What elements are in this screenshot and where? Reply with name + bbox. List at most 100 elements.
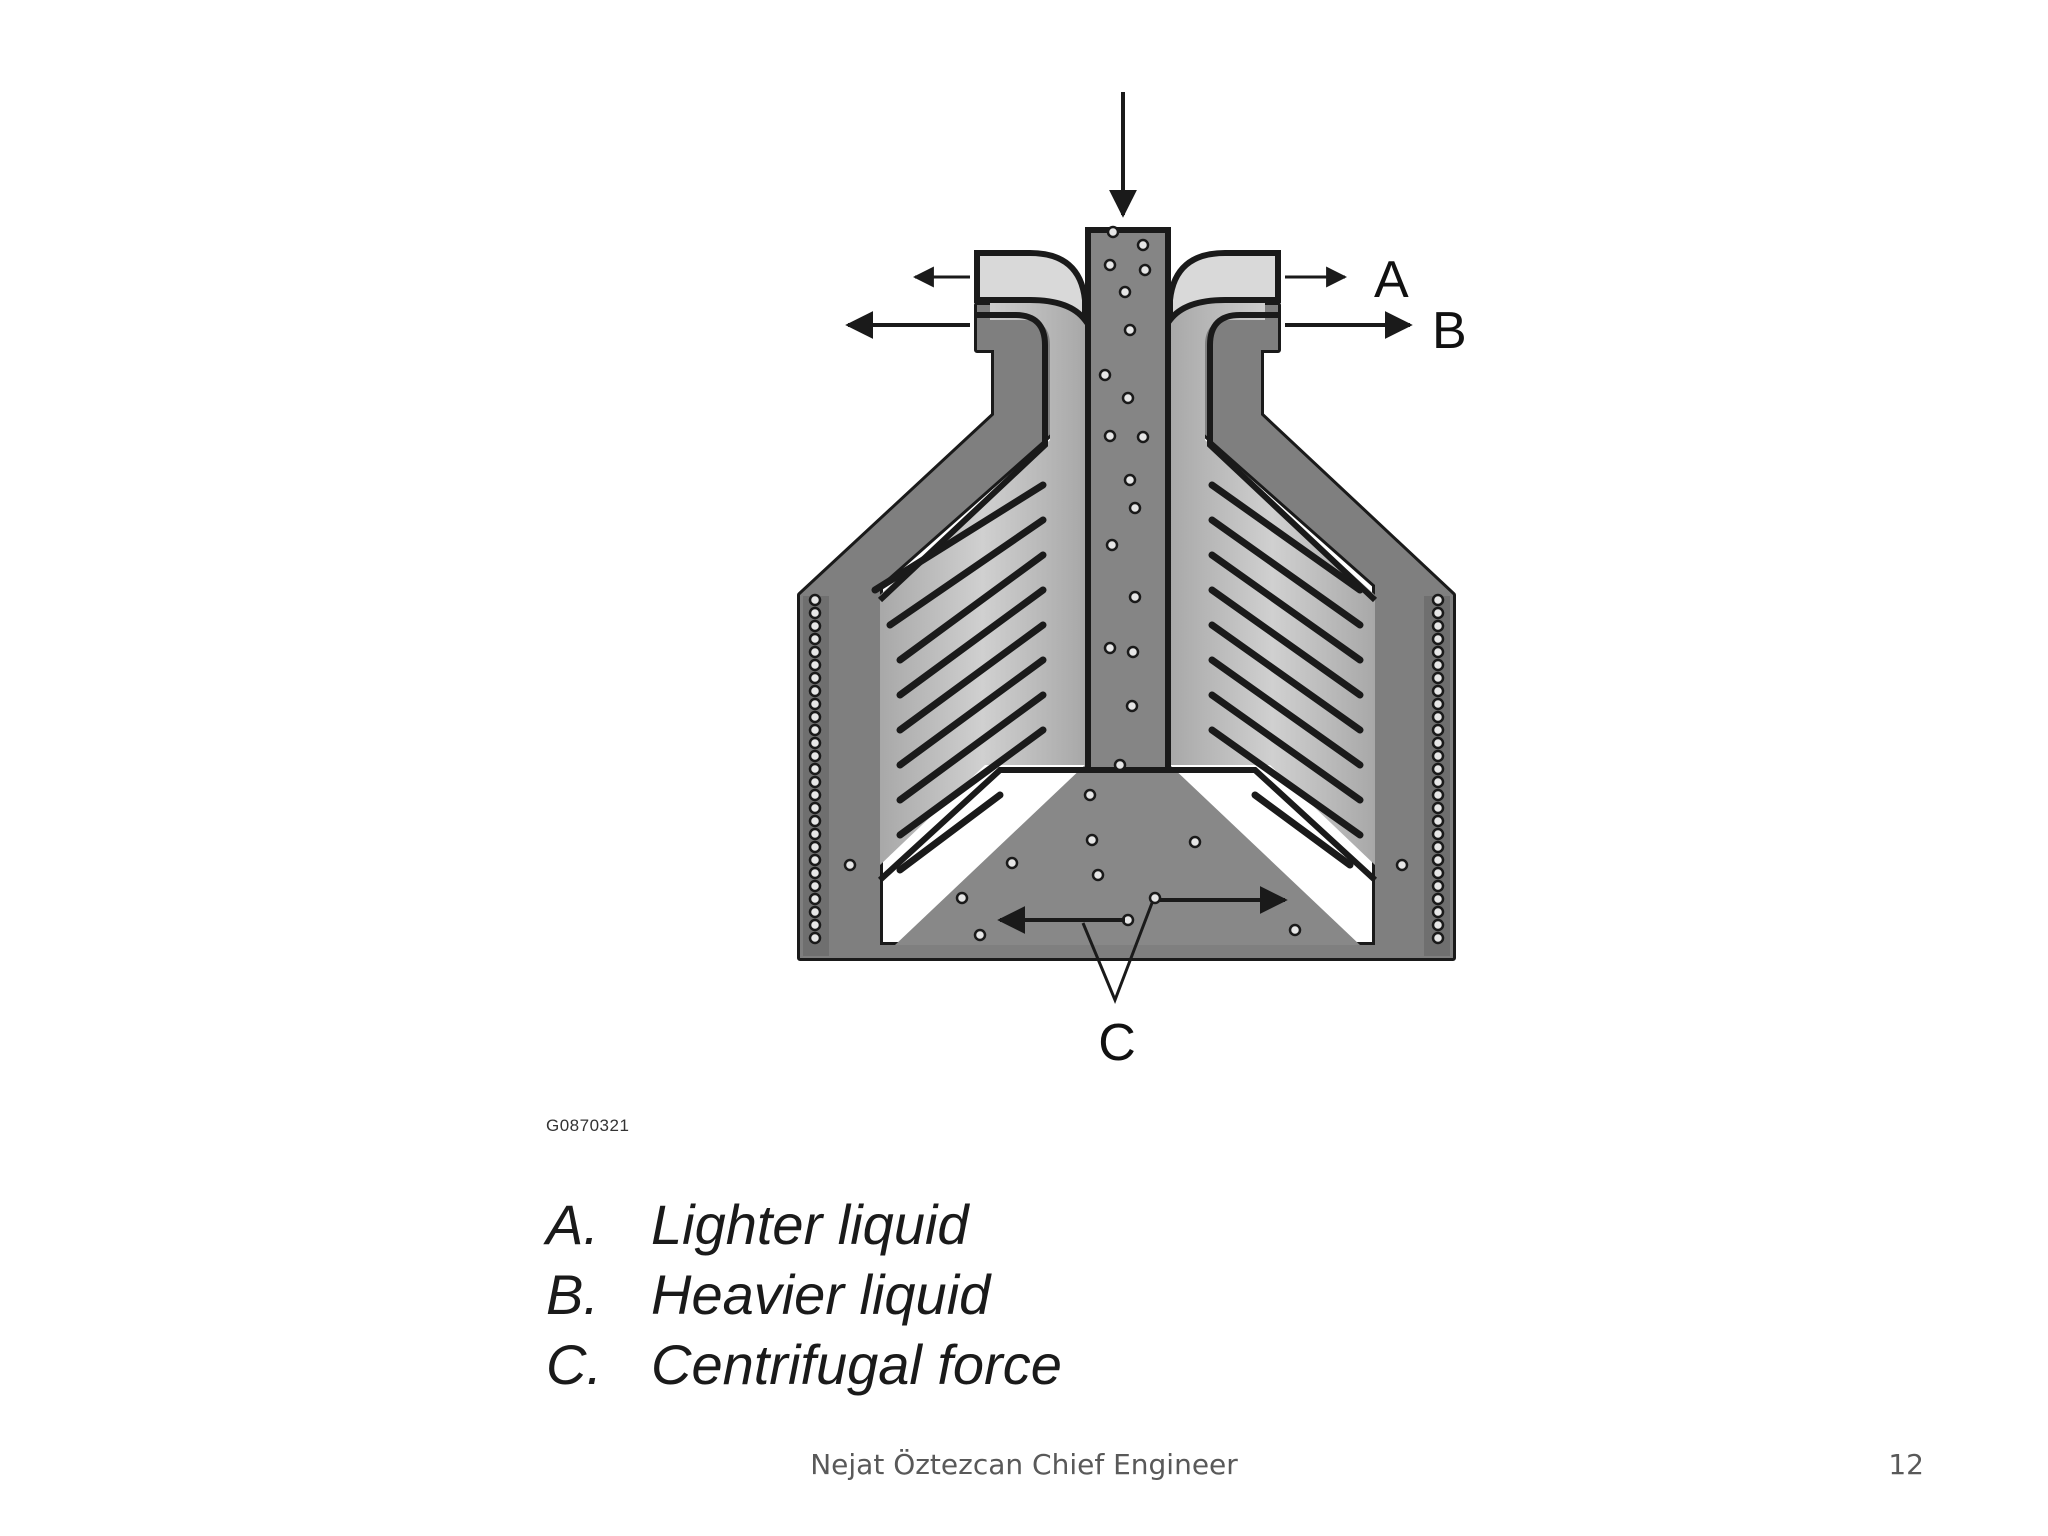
particle (1431, 658, 1445, 672)
particle (1085, 833, 1099, 847)
particle (1126, 645, 1140, 659)
particle (1431, 593, 1445, 607)
particle (808, 866, 822, 880)
particle (1431, 853, 1445, 867)
particle (808, 931, 822, 945)
feed-tube (1085, 227, 1171, 773)
particle (955, 891, 969, 905)
particles (808, 225, 1445, 945)
particle (1395, 858, 1409, 872)
particle (1431, 801, 1445, 815)
disc-stack-right (1208, 481, 1364, 869)
particle (1431, 788, 1445, 802)
particle (1121, 391, 1135, 405)
particle (808, 593, 822, 607)
particle (1431, 892, 1445, 906)
particle (808, 827, 822, 841)
particle (1431, 775, 1445, 789)
particle (808, 801, 822, 815)
legend: A. Lighter liquid B. Heavier liquid C. C… (546, 1190, 1062, 1400)
particle (1431, 918, 1445, 932)
legend-text: Heavier liquid (651, 1263, 991, 1326)
particle (1431, 931, 1445, 945)
figure-code: G0870321 (546, 1116, 630, 1135)
legend-key: A. (546, 1193, 599, 1256)
label-a: A (1374, 251, 1409, 309)
particle (808, 606, 822, 620)
particle (808, 684, 822, 698)
label-c-leader (1081, 902, 1154, 1005)
legend-key: B. (546, 1263, 599, 1326)
separation-zone (1170, 290, 1375, 865)
legend-key: C. (546, 1333, 602, 1396)
particle (808, 788, 822, 802)
particle (1105, 538, 1119, 552)
particle (1103, 429, 1117, 443)
particle (808, 814, 822, 828)
particle (1431, 827, 1445, 841)
particle (1123, 473, 1137, 487)
particle (1123, 323, 1137, 337)
particle (1431, 762, 1445, 776)
particle (1136, 238, 1150, 252)
particle (808, 658, 822, 672)
particle (808, 736, 822, 750)
particle (1098, 368, 1112, 382)
bowl-wall (800, 305, 1453, 958)
disc-stack-left (871, 481, 1047, 874)
label-c: C (1098, 1014, 1136, 1072)
particle (1138, 263, 1152, 277)
particle (1148, 891, 1162, 905)
particle (1431, 749, 1445, 763)
particle (1431, 879, 1445, 893)
particle (1431, 632, 1445, 646)
particle (808, 749, 822, 763)
particle (808, 671, 822, 685)
particle (1005, 856, 1019, 870)
particle (1431, 723, 1445, 737)
particle (1091, 868, 1105, 882)
particle (1431, 606, 1445, 620)
particle (808, 619, 822, 633)
particle (1128, 501, 1142, 515)
particle (1431, 710, 1445, 724)
particle (1083, 788, 1097, 802)
label-b: B (1432, 302, 1467, 360)
particle (1431, 697, 1445, 711)
particle (1431, 840, 1445, 854)
particle (1136, 430, 1150, 444)
page-number: 12 (1888, 1448, 1924, 1481)
particle (808, 710, 822, 724)
particle (808, 697, 822, 711)
particle (1288, 923, 1302, 937)
footer-text: Nejat Öztezcan Chief Engineer (810, 1448, 1238, 1481)
particle (808, 918, 822, 932)
separation-zone (880, 290, 1085, 865)
legend-item: A. Lighter liquid (546, 1190, 1062, 1260)
particle (808, 840, 822, 854)
particle (1125, 699, 1139, 713)
particle (808, 905, 822, 919)
particle (808, 723, 822, 737)
particle (1431, 736, 1445, 750)
particle (1431, 866, 1445, 880)
particle (1431, 684, 1445, 698)
particle (1106, 225, 1120, 239)
particle (1128, 590, 1142, 604)
particle (1431, 814, 1445, 828)
particle (808, 892, 822, 906)
particle (1118, 285, 1132, 299)
legend-item: B. Heavier liquid (546, 1260, 1062, 1330)
particle (1431, 671, 1445, 685)
particle (808, 853, 822, 867)
particle (1431, 905, 1445, 919)
particle (1431, 619, 1445, 633)
particle (808, 762, 822, 776)
particle (1103, 641, 1117, 655)
particle (808, 645, 822, 659)
particle (808, 879, 822, 893)
legend-item: C. Centrifugal force (546, 1330, 1062, 1400)
legend-text: Lighter liquid (651, 1193, 969, 1256)
